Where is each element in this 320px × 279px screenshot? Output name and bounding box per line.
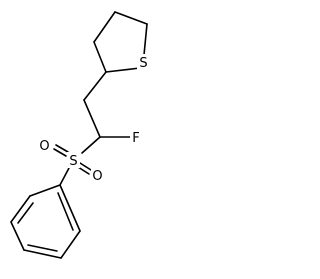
- thiolane-ring: [93, 11, 148, 73]
- bond-sulfonyl-to-phenyl: [59, 167, 70, 186]
- atom-label-oxygen-left: O: [39, 139, 49, 154]
- bond-ph-2-3: [10, 195, 31, 223]
- bond-chf-to-sulfonyl: [81, 136, 101, 154]
- bond-s-o-left-a: [53, 148, 67, 157]
- bond-ph-1-2: [29, 184, 61, 197]
- bond-ph-6-1: [59, 184, 81, 232]
- bond-ph-5-6: [60, 230, 81, 259]
- bond-s-o-right-b: [77, 166, 90, 175]
- bond-ring-s-c5: [105, 67, 141, 73]
- atom-oxygen-left: O: [38, 137, 51, 154]
- bond-s-o-left-b: [55, 144, 69, 153]
- bond-s-o-right-a: [79, 162, 92, 171]
- atom-ring-sulfur: S: [137, 54, 150, 71]
- atom-label-sulfonyl-sulfur: S: [69, 154, 77, 169]
- bond-ph-4-5: [23, 249, 62, 259]
- bond-ch2-to-chf: [83, 99, 101, 138]
- bond-ph-inner-a: [17, 202, 34, 224]
- bond-ph-3-4: [10, 221, 25, 251]
- bond-ph-inner-b: [27, 244, 58, 252]
- structure-diagram: S F S O O: [0, 0, 155, 279]
- atom-label-fluorine: F: [132, 131, 139, 146]
- bond-ring-c2-c3: [114, 11, 148, 25]
- atom-fluorine: F: [130, 129, 142, 146]
- atom-label-oxygen-right: O: [92, 169, 102, 184]
- atom-sulfonyl-sulfur: S: [67, 152, 80, 169]
- bond-ring-c5-c1: [93, 41, 107, 73]
- phenyl-ring: [10, 184, 81, 259]
- bond-ph-inner-c: [57, 192, 74, 231]
- molecule-svg: S F S O O: [10, 11, 150, 259]
- atom-label-ring-sulfur: S: [139, 56, 147, 71]
- bond-ring-c3-s: [143, 23, 148, 56]
- atom-oxygen-right: O: [91, 167, 104, 184]
- sulfonyl-double-bonds: [53, 144, 92, 175]
- bond-ring-to-ch2: [83, 71, 107, 101]
- bond-ring-c1-c2: [93, 11, 116, 43]
